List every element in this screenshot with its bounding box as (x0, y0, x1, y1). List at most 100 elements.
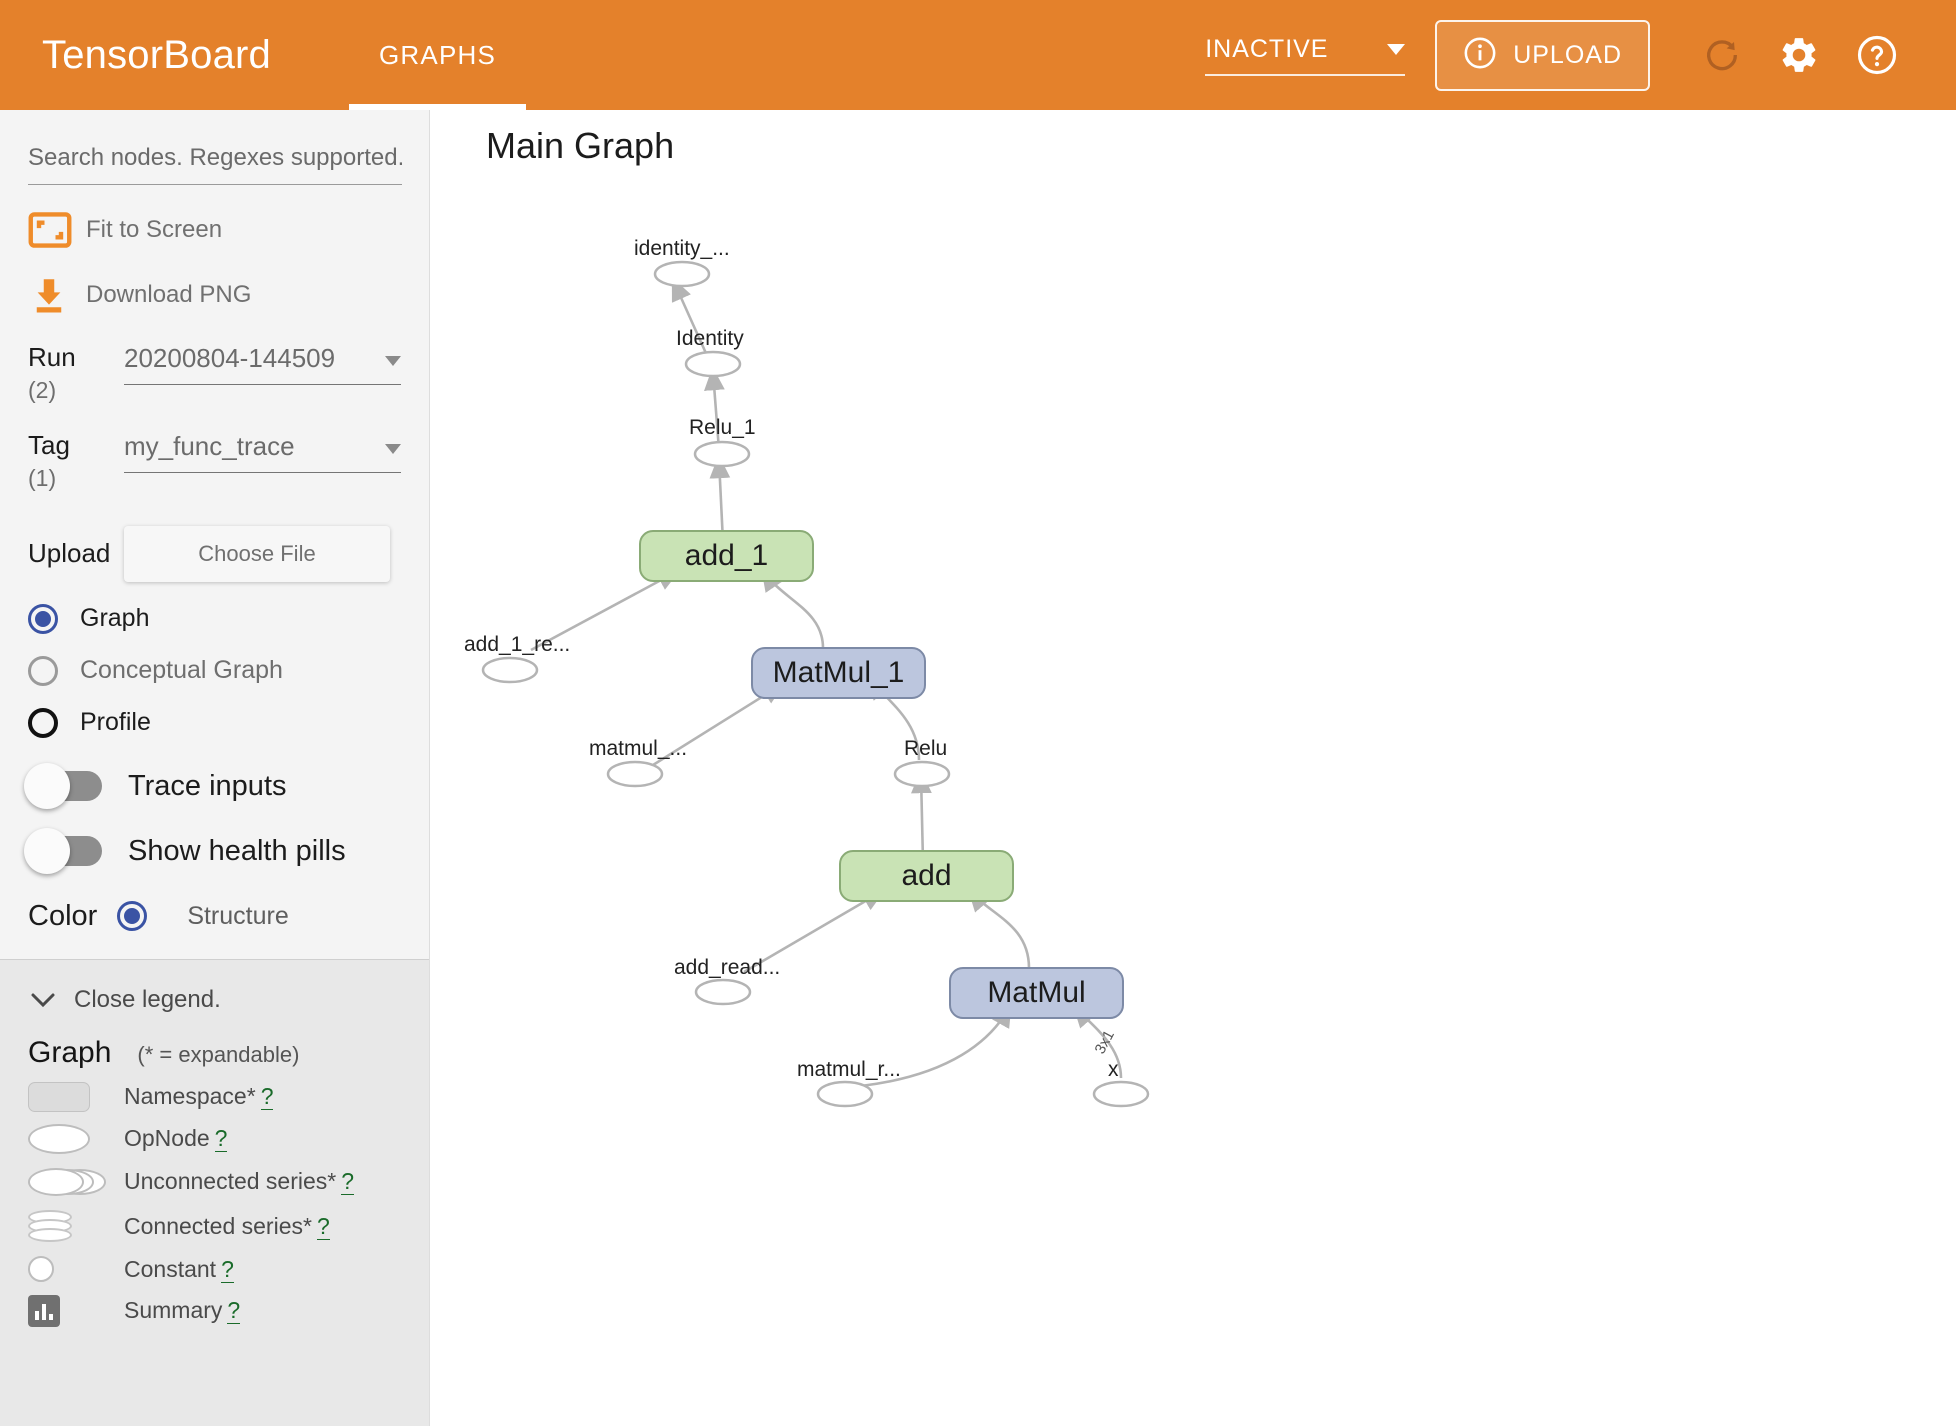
constant-swatch-icon (28, 1256, 124, 1283)
legend-item-connected-series: Connected series*? (28, 1209, 401, 1244)
upload-button-label: UPLOAD (1513, 40, 1622, 69)
chevron-down-icon (28, 990, 64, 1010)
radio-profile-label: Profile (80, 708, 151, 737)
graph-node-x[interactable] (1092, 1080, 1150, 1108)
legend-label-connected-series: Connected series* (124, 1213, 312, 1240)
upload-label: Upload (28, 537, 111, 568)
tab-graphs[interactable]: GRAPHS (349, 0, 527, 110)
legend-subtitle: (* = expandable) (137, 1041, 300, 1067)
toggle-show-health-pills[interactable]: Show health pills (24, 828, 401, 875)
run-value: 20200804-144509 (124, 343, 336, 373)
upload-button[interactable]: UPLOAD (1435, 19, 1650, 91)
graph-node-relu-1[interactable] (693, 440, 751, 468)
choose-file-button[interactable]: Choose File (124, 525, 390, 582)
legend-help-summary[interactable]: ? (227, 1297, 241, 1325)
sidebar-controls: Fit to Screen Download PNG Run (2) 20200… (0, 110, 429, 959)
legend-panel: Close legend. Graph (* = expandable) Nam… (0, 958, 429, 1426)
download-icon (28, 275, 86, 315)
toggle-trace-inputs-label: Trace inputs (128, 769, 287, 802)
color-row: Color Structure (28, 900, 401, 959)
chevron-down-icon (385, 444, 401, 455)
graph-node-add[interactable]: add (839, 850, 1014, 902)
graph-node-label-add-read: add_read... (674, 956, 781, 979)
chevron-down-icon (385, 356, 401, 366)
graph-node-matmul-read[interactable] (816, 1080, 874, 1108)
graph-node-label-add-1-read: add_1_re... (464, 633, 571, 656)
graph-node-add-read[interactable] (694, 978, 752, 1006)
graph-node-label-identity: Identity (676, 327, 744, 350)
legend-label-opnode: OpNode (124, 1125, 210, 1152)
graph-node-identity[interactable] (684, 350, 742, 378)
graph-node-matmul-read-1[interactable] (606, 760, 664, 788)
tag-select[interactable]: my_func_trace (124, 431, 401, 474)
unconnected-series-swatch-icon (28, 1166, 124, 1198)
graph-node-label-relu: Relu (904, 737, 948, 760)
radio-structure-indicator[interactable] (117, 901, 148, 932)
toggle-trace-inputs[interactable]: Trace inputs (24, 763, 401, 810)
radio-graph[interactable]: Graph (28, 603, 401, 634)
legend-help-opnode[interactable]: ? (214, 1125, 228, 1153)
page-title: Main Graph (486, 125, 675, 166)
tag-label: Tag (1) (28, 430, 124, 492)
graph-node-add-1[interactable]: add_1 (639, 530, 814, 582)
legend-help-constant[interactable]: ? (221, 1255, 234, 1283)
search-field-wrap (28, 110, 402, 185)
download-png-button[interactable]: Download PNG (28, 275, 401, 315)
search-input[interactable] (28, 140, 402, 185)
toggle-show-health-pills-switch[interactable] (24, 828, 102, 875)
radio-conceptual-graph-label: Conceptual Graph (80, 656, 283, 685)
run-status-dropdown[interactable]: INACTIVE (1205, 34, 1406, 76)
toggle-show-health-pills-label: Show health pills (128, 834, 346, 867)
run-label: Run (2) (28, 342, 124, 403)
legend-help-connected-series[interactable]: ? (316, 1213, 330, 1241)
run-select[interactable]: 20200804-144509 (124, 343, 401, 385)
legend-item-opnode: OpNode? (28, 1123, 401, 1154)
graph-node-identity-out[interactable] (653, 260, 711, 288)
legend-item-unconnected-series: Unconnected series*? (28, 1166, 401, 1198)
radio-conceptual-graph[interactable]: Conceptual Graph (28, 655, 401, 686)
legend-item-summary: Summary? (28, 1294, 401, 1327)
fit-to-screen-label: Fit to Screen (86, 216, 223, 243)
chevron-down-icon (1387, 43, 1406, 55)
legend-item-namespace: Namespace*? (28, 1081, 401, 1112)
graph-canvas[interactable]: Main Graph (431, 110, 1956, 1426)
header-actions: INACTIVE UPLOAD (1205, 19, 1916, 91)
run-count: (2) (28, 376, 57, 403)
fit-to-screen-button[interactable]: Fit to Screen (28, 211, 401, 249)
app-brand: TensorBoard (42, 32, 271, 77)
run-status-label: INACTIVE (1205, 34, 1329, 63)
toggle-trace-inputs-switch[interactable] (24, 763, 102, 810)
close-legend-label: Close legend. (74, 985, 221, 1013)
legend-help-namespace[interactable]: ? (260, 1083, 274, 1111)
graph-node-add-1-read[interactable] (481, 656, 539, 684)
close-legend-button[interactable]: Close legend. (28, 986, 401, 1014)
radio-profile-indicator (28, 707, 58, 738)
legend-title: Graph (28, 1035, 112, 1069)
radio-structure-label: Structure (187, 901, 289, 930)
radio-conceptual-graph-indicator (28, 655, 58, 686)
tag-count: (1) (28, 465, 57, 492)
graph-node-matmul[interactable]: MatMul (949, 967, 1124, 1019)
graph-node-label-matmul-read: matmul_r... (797, 1058, 901, 1081)
tag-selector-row: Tag (1) my_func_trace (28, 430, 401, 492)
graph-node-relu[interactable] (893, 760, 951, 788)
legend-help-unconnected-series[interactable]: ? (341, 1168, 355, 1196)
tag-value: my_func_trace (124, 431, 295, 462)
radio-profile[interactable]: Profile (28, 707, 401, 738)
info-icon (1463, 36, 1497, 75)
gear-icon[interactable] (1778, 34, 1820, 76)
radio-graph-label: Graph (80, 604, 150, 633)
upload-row: Upload Choose File (28, 525, 401, 582)
legend-header: Graph (* = expandable) (28, 1036, 401, 1070)
graph-node-label-matmul-read-1: matmul_... (589, 737, 688, 760)
run-selector-row: Run (2) 20200804-144509 (28, 342, 401, 403)
legend-label-summary: Summary (124, 1297, 223, 1324)
legend-label-unconnected-series: Unconnected series* (124, 1168, 337, 1195)
opnode-swatch-icon (28, 1123, 124, 1154)
connected-series-swatch-icon (28, 1209, 124, 1244)
graph-node-matmul-1[interactable]: MatMul_1 (751, 647, 926, 699)
radio-graph-indicator (28, 603, 58, 634)
help-icon[interactable] (1856, 34, 1898, 76)
refresh-icon[interactable] (1702, 35, 1742, 75)
download-png-label: Download PNG (86, 281, 252, 308)
